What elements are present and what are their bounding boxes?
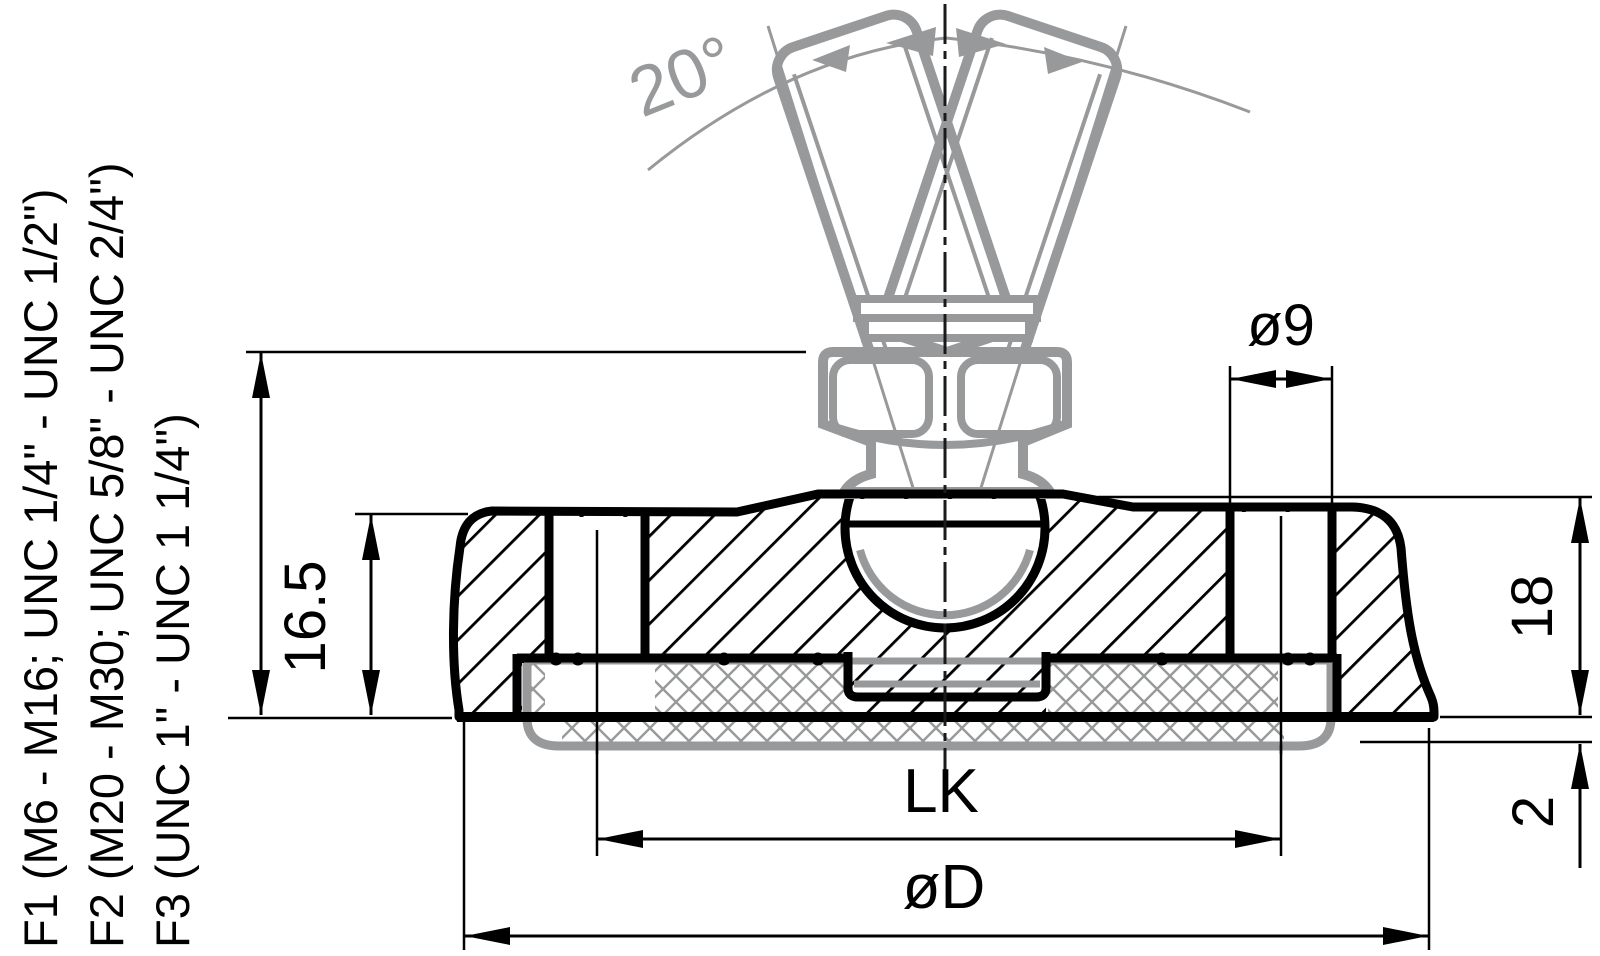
thread-collar [853, 295, 1041, 342]
hex-nut-icon [818, 347, 1072, 497]
rubber-pad-outline [522, 663, 1336, 751]
foot-body [448, 489, 1439, 754]
dimensions [228, 350, 1592, 950]
pad-protrusion-label: 2 [1501, 796, 1566, 828]
dim-body-height [355, 512, 468, 715]
dim-total-height [1098, 495, 1592, 719]
legend-f1: F1 (M6 - M16; UNC 1/4" - UNC 1/2") [14, 189, 67, 948]
hole-diameter-label: ø9 [1247, 293, 1315, 358]
rubber-pad-hatch [523, 664, 1284, 742]
legend-f3: F3 (UNC 1" - UNC 1 1/4") [146, 413, 199, 948]
counterbore-edges [544, 509, 1337, 754]
ghost-swivel-stud [647, 9, 1251, 597]
outer-diameter-label: øD [903, 853, 986, 922]
swivel-arc-arrows [812, 27, 1082, 74]
total-height-label: 18 [1500, 575, 1565, 640]
dim-outer-diameter [462, 722, 1431, 950]
dim-overall-height [228, 350, 806, 720]
legend-f2: F2 (M20 - M30; UNC 5/8" - UNC 2/4") [80, 162, 133, 948]
dim-pad-protrusion [1360, 740, 1592, 868]
dim-bolt-circle [595, 745, 1283, 856]
bolt-circle-label: LK [903, 757, 979, 826]
body-height-label: 16.5 [273, 561, 338, 674]
thread-legend: F1 (M6 - M16; UNC 1/4" - UNC 1/2") F2 (M… [14, 162, 199, 948]
dim-hole-diameter [1228, 366, 1334, 504]
